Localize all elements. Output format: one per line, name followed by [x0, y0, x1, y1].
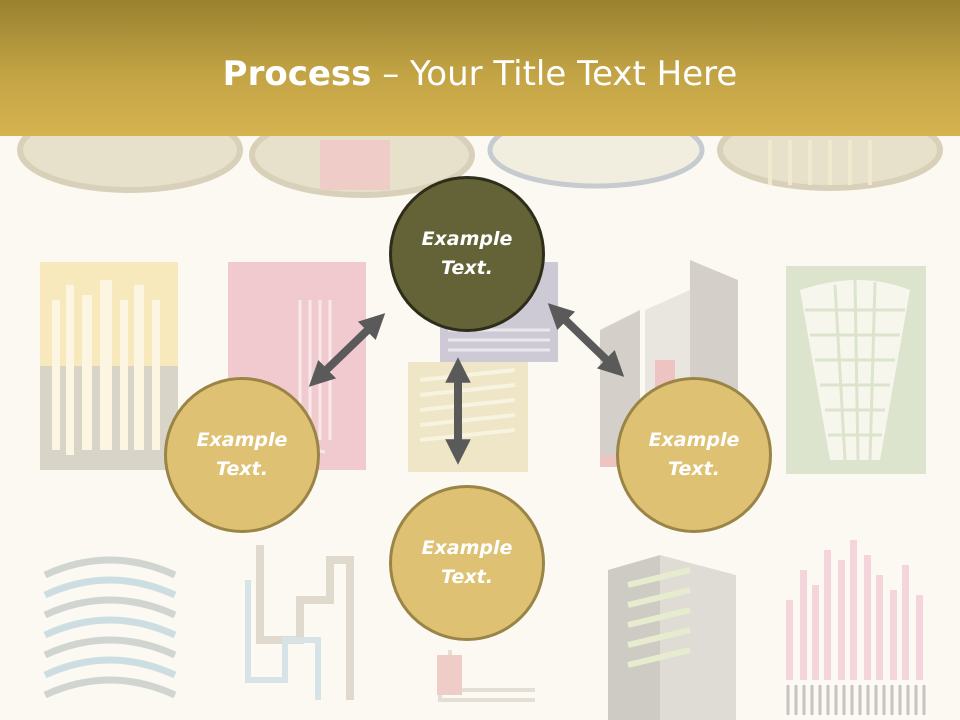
title-bold: Process	[222, 54, 372, 94]
right-node-label: Example Text.	[648, 429, 740, 480]
bottom-node[interactable]: Example Text.	[389, 485, 545, 641]
left-node[interactable]: Example Text.	[164, 377, 320, 533]
title-bar	[0, 0, 960, 136]
slide-title: Process – Your Title Text Here	[0, 52, 960, 96]
center-node-label: Example Text.	[421, 228, 513, 279]
right-node[interactable]: Example Text.	[616, 377, 772, 533]
title-separator: –	[371, 54, 411, 94]
arrow-right-double	[547, 303, 625, 377]
title-rest: Your Title Text Here	[410, 54, 738, 94]
center-node[interactable]: Example Text.	[389, 176, 545, 332]
left-node-label: Example Text.	[196, 429, 288, 480]
bottom-node-label: Example Text.	[421, 537, 513, 588]
arrow-left-double	[308, 313, 386, 387]
